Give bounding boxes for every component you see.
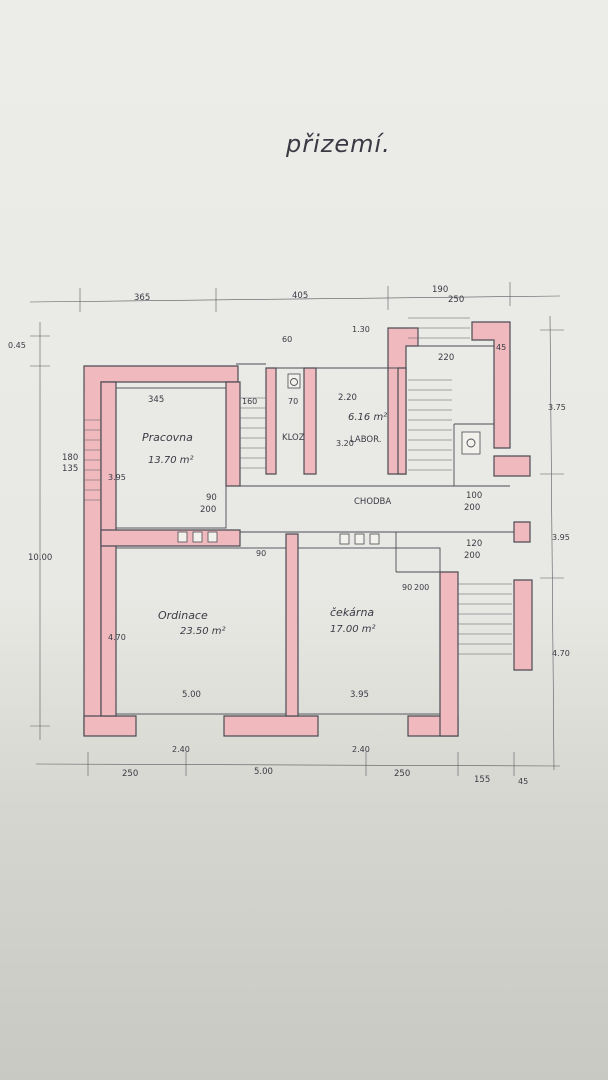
door-entry-w: 120: [466, 539, 482, 549]
dim-stair-45: 45: [496, 343, 506, 352]
door-pracovna-w: 90: [206, 493, 217, 503]
wall-outer-south-mid: [223, 715, 319, 737]
wall-outer-east: [439, 571, 459, 737]
wall-east-pier: [513, 521, 531, 543]
wall-labor-west: [303, 367, 317, 475]
door-east-h: 200: [464, 503, 480, 513]
dim-right-470: 4.70: [552, 649, 570, 658]
door-east-w: 100: [466, 491, 482, 501]
dim-bottom-250a: 250: [122, 769, 138, 779]
dim-bottom-500: 5.00: [254, 767, 273, 777]
dim-window-240b: 2.40: [352, 745, 370, 754]
dim-left-470: 4.70: [108, 633, 126, 642]
room-name-klozet: KLOZ: [282, 433, 305, 443]
dim-top-250: 250: [448, 295, 464, 305]
wall-outer-south-left: [83, 715, 137, 737]
dim-wc-70: 70: [288, 397, 298, 406]
windows: [177, 373, 481, 545]
dim-labor-width: 2.20: [338, 393, 357, 403]
dim-left-180: 180: [62, 453, 78, 463]
room-name-cekarna: čekárna: [330, 606, 374, 619]
wall-labor-east: [397, 367, 407, 475]
room-name-chodba: CHODBA: [354, 497, 391, 507]
dim-window-240a: 2.40: [172, 745, 190, 754]
wall-east-terrace: [513, 579, 533, 671]
dim-pracovna-width: 345: [148, 395, 164, 405]
dim-left-045: 0.45: [8, 341, 26, 350]
dim-inner-500: 5.00: [182, 690, 201, 700]
dim-top-190: 190: [432, 285, 448, 295]
door-cekarna-h: 200: [414, 583, 429, 592]
dim-top-365: 365: [134, 293, 150, 303]
dimension-labels: 365 405 190 250 220 345 2.20 1.30 0.45 1…: [8, 285, 570, 786]
stairs: [84, 317, 512, 655]
dim-bottom-250b: 250: [394, 769, 410, 779]
wall-ordinace-cekarna: [285, 533, 299, 717]
dim-bottom-155: 155: [474, 775, 490, 785]
dim-inner-395: 3.95: [350, 690, 369, 700]
dim-labor-320: 3.20: [336, 439, 354, 448]
dim-labor-130: 1.30: [352, 325, 370, 334]
room-name-pracovna: Pracovna: [142, 431, 193, 444]
room-labels: Pracovna 13.70 m² KLOZ 6.16 m² LABOR. CH…: [142, 412, 391, 637]
door-pracovna-h: 200: [200, 505, 216, 515]
dim-right-375: 3.75: [548, 403, 566, 412]
door-ordinace-w: 90: [256, 549, 266, 558]
room-name-labor: LABOR.: [350, 435, 381, 445]
dim-wc-60: 60: [282, 335, 292, 344]
door-cekarna-w: 90: [402, 583, 412, 592]
dim-top-405: 405: [292, 291, 308, 301]
room-area-pracovna: 13.70 m²: [148, 455, 194, 466]
walls: [83, 321, 533, 737]
interior-lines: [115, 345, 514, 715]
dim-stair-220: 220: [438, 353, 454, 363]
door-entry-h: 200: [464, 551, 480, 561]
wall-pracovna-ordinace: [100, 529, 241, 547]
wall-west-inner: [100, 381, 117, 717]
dim-left-135: 135: [62, 464, 78, 474]
room-area-cekarna: 17.00 m²: [330, 624, 376, 635]
wall-stair-tower-east: [471, 321, 511, 449]
dim-left-395: 3.95: [108, 473, 126, 482]
plan-title: přizemí.: [285, 130, 391, 158]
room-area-ordinace: 23.50 m²: [180, 626, 226, 637]
room-area-labor: 6.16 m²: [348, 412, 387, 423]
dim-bottom-45: 45: [518, 777, 528, 786]
wall-pracovna-east: [225, 381, 241, 487]
dim-right-395: 3.95: [552, 533, 570, 542]
dim-left-1000: 10.00: [28, 553, 52, 563]
dim-stair-160: 160: [242, 397, 257, 406]
dimension-lines: [29, 282, 564, 776]
wall-east-protrusion: [493, 455, 531, 477]
wall-wc: [265, 367, 277, 475]
room-name-ordinace: Ordinace: [158, 609, 208, 622]
